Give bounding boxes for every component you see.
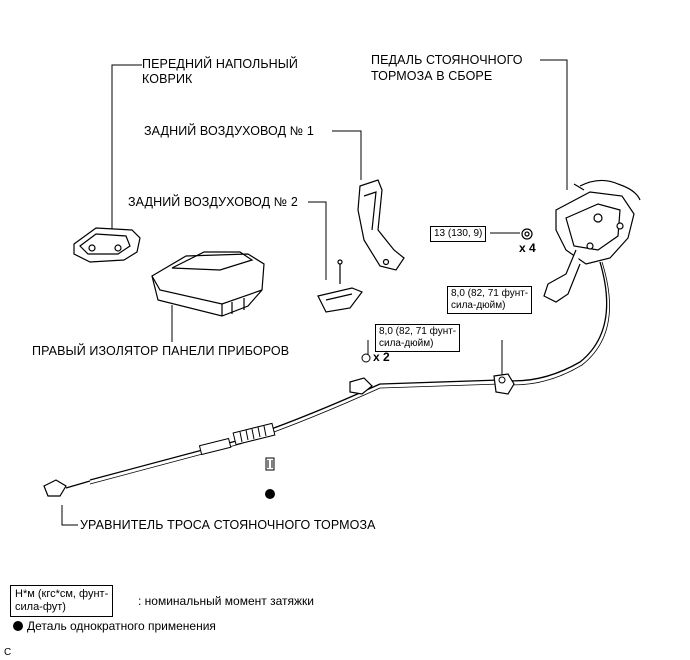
front-floor-mat-part [73, 227, 141, 263]
label-brake-pedal-1: ПЕДАЛЬ СТОЯНОЧНОГО [371, 53, 523, 67]
qty-cable-bolt-left: x 2 [373, 350, 390, 364]
label-brake-pedal-2: ТОРМОЗА В СБОРЕ [371, 69, 493, 83]
legend-torque-desc: : номинальный момент затяжки [138, 594, 314, 608]
insulator-part [151, 251, 265, 317]
bolt-right [498, 376, 506, 384]
label-cable-equalizer: УРАВНИТЕЛЬ ТРОСА СТОЯНОЧНОГО ТОРМОЗА [80, 518, 376, 532]
leader-rear-duct-2 [308, 201, 327, 280]
legend-torque-unit-box: Н*м (кгс*см, фунт- сила-фут) [10, 585, 114, 617]
cable-clip-part [265, 457, 275, 471]
brake-pedal-part [543, 179, 641, 303]
qty-pedal-bolts: x 4 [519, 241, 536, 255]
cable-bracket-left [349, 377, 373, 395]
torque-right-line2: сила-дюйм) [451, 300, 506, 311]
pedal-nut-part [521, 228, 533, 240]
torque-left-line2: сила-дюйм) [379, 338, 434, 349]
figure-code: C [4, 647, 12, 658]
torque-box-left: 8,0 (82, 71 фунт- сила-дюйм) [375, 324, 461, 352]
torque-box-pedal: 13 (130, 9) [430, 226, 487, 242]
leader-rear-duct-1 [332, 130, 362, 180]
single-use-marker [265, 489, 275, 499]
cable-bracket-right [493, 373, 515, 395]
bolt-left [361, 353, 371, 363]
legend-torque-unit-line2: сила-фут) [15, 601, 66, 613]
cable-equalizer-part [43, 479, 91, 497]
rear-duct-2-part [317, 259, 363, 313]
parking-brake-cable [89, 261, 610, 485]
leader-brake-pedal [540, 59, 568, 190]
legend-single-use-icon [13, 621, 23, 631]
label-front-floor-mat-1: ПЕРЕДНИЙ НАПОЛЬНЫЙ [142, 57, 299, 71]
torque-right-line1: 8,0 (82, 71 фунт- [451, 288, 529, 299]
torque-pedal-value: 13 (130, 9) [434, 228, 483, 239]
legend-single-use-text: Деталь однократного применения [27, 619, 216, 633]
torque-box-right: 8,0 (82, 71 фунт- сила-дюйм) [447, 286, 533, 314]
label-rear-duct-2: ЗАДНИЙ ВОЗДУХОВОД № 2 [128, 195, 298, 209]
torque-left-line1: 8,0 (82, 71 фунт- [379, 326, 457, 337]
rear-duct-1-part [357, 179, 405, 271]
cable-spring [198, 422, 276, 456]
label-insulator: ПРАВЫЙ ИЗОЛЯТОР ПАНЕЛИ ПРИБОРОВ [32, 344, 290, 358]
label-front-floor-mat-2: КОВРИК [142, 72, 193, 86]
label-rear-duct-1: ЗАДНИЙ ВОЗДУХОВОД № 1 [144, 124, 314, 138]
legend-torque-unit-line1: Н*м (кгс*см, фунт- [15, 588, 109, 600]
leader-floor-mat [111, 64, 142, 235]
leader-equalizer [61, 505, 78, 526]
